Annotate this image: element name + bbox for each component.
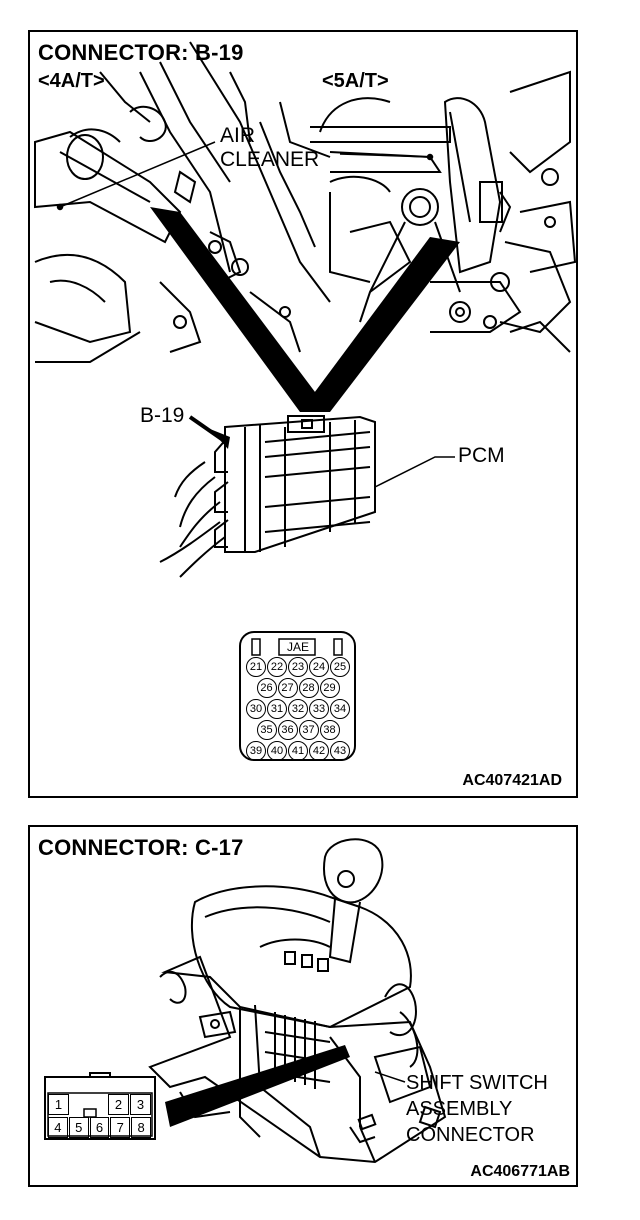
pin-23: 23 — [288, 657, 308, 677]
figure-code-c17: AC406771AB — [470, 1163, 570, 1180]
c17-pin-5: 5 — [68, 1117, 89, 1138]
pin-30: 30 — [246, 699, 266, 719]
shift-switch-label-line2: ASSEMBLY — [406, 1098, 513, 1120]
pin-27: 27 — [277, 678, 298, 698]
pin-21: 21 — [246, 657, 266, 677]
engine-bay-illustration — [34, 41, 577, 761]
pin-33: 33 — [309, 699, 329, 719]
shift-switch-label-line3: CONNECTOR — [406, 1124, 535, 1146]
pin-42: 42 — [309, 741, 329, 761]
b19-callout-label: B-19 — [140, 404, 185, 427]
pin-31: 31 — [267, 699, 287, 719]
intake-hose-right — [443, 97, 502, 274]
pin-22: 22 — [267, 657, 287, 677]
pin-43: 43 — [330, 741, 350, 761]
pin-40: 40 — [267, 741, 287, 761]
pin-26: 26 — [256, 678, 277, 698]
pin-32: 32 — [288, 699, 308, 719]
pin-29: 29 — [319, 678, 340, 698]
variant-5at-label: <5A/T> — [322, 70, 389, 92]
pin-25: 25 — [330, 657, 350, 677]
connector-brand-label: JAE — [286, 640, 309, 654]
connector-b19-panel: CONNECTOR: B-19 <4A/T> <5A/T> AIR CLEANE… — [28, 30, 578, 798]
air-cleaner-label-line1: AIR — [220, 124, 256, 147]
figure-code-b19: AC407421AD — [462, 772, 562, 789]
pin-41: 41 — [288, 741, 308, 761]
panel-title-b19: CONNECTOR: B-19 — [38, 40, 244, 65]
pin-34: 34 — [330, 699, 350, 719]
pointer-wedge-left — [150, 207, 330, 412]
variant-4at-label: <4A/T> — [38, 70, 105, 92]
c17-pin-4: 4 — [48, 1117, 68, 1138]
pin-39: 39 — [246, 741, 266, 761]
pin-28: 28 — [298, 678, 319, 698]
c17-pin-spacer — [70, 1094, 108, 1114]
pointer-wedge-right — [300, 237, 460, 412]
c17-pin-2: 2 — [108, 1094, 129, 1115]
pin-38: 38 — [319, 720, 340, 740]
c17-pin-1: 1 — [48, 1094, 69, 1115]
pin-36: 36 — [277, 720, 298, 740]
shift-knob — [323, 838, 384, 904]
c17-pin-6: 6 — [89, 1117, 110, 1138]
pcm-label: PCM — [458, 444, 505, 467]
panel-title-c17: CONNECTOR: C-17 — [38, 835, 244, 860]
pin-37: 37 — [298, 720, 319, 740]
shift-switch-label-line1: SHIFT SWITCH — [406, 1072, 548, 1094]
pin-35: 35 — [256, 720, 277, 740]
pin-24: 24 — [309, 657, 329, 677]
pcm-unit — [159, 415, 376, 578]
c17-pin-3: 3 — [130, 1094, 151, 1115]
air-cleaner-label-line2: CLEANER — [220, 148, 320, 171]
pointer-wedge-c17 — [165, 1045, 350, 1127]
c17-pin-7: 7 — [110, 1117, 131, 1138]
c17-pin-8: 8 — [131, 1117, 151, 1138]
